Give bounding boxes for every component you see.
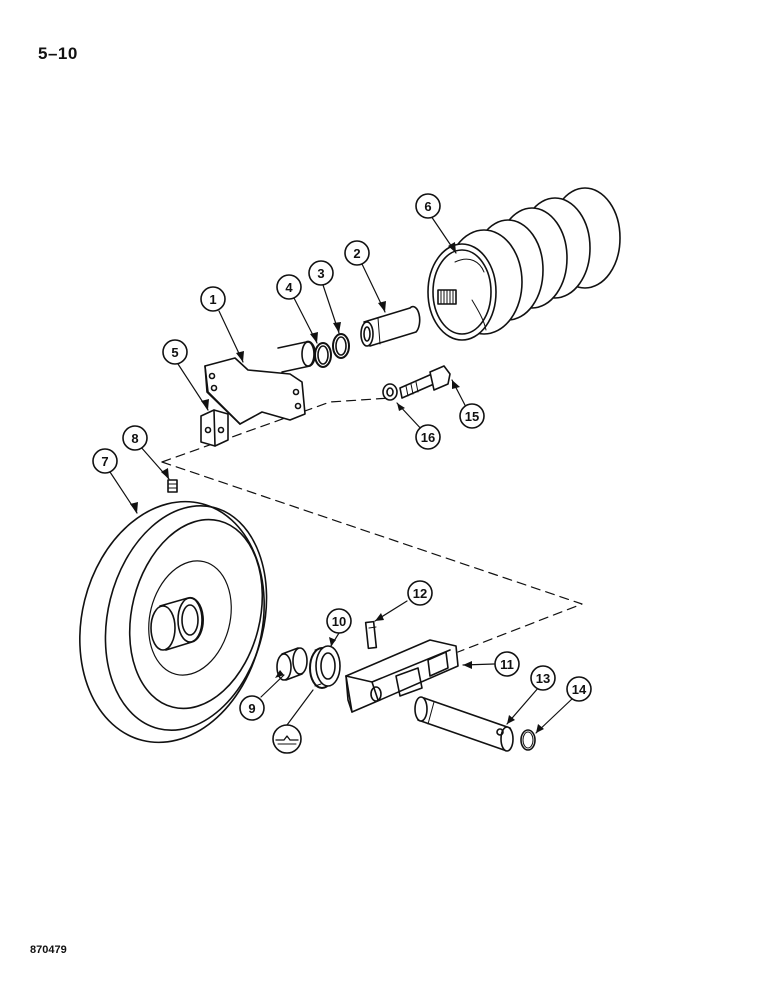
part-14-o-ring	[520, 729, 536, 751]
callout-15-label: 15	[465, 409, 479, 424]
leader-arrowheads	[130, 242, 544, 733]
part-6-roller	[427, 187, 621, 341]
callout-16: 16	[415, 424, 441, 450]
callout-3: 3	[308, 260, 334, 286]
callout-6: 6	[415, 193, 441, 219]
figure-code: 870479	[30, 944, 67, 956]
part-2-sleeve	[360, 305, 421, 347]
callout-5: 5	[162, 339, 188, 365]
callout-7-label: 7	[101, 454, 108, 469]
part-4-ring	[314, 342, 332, 368]
part-12-pin	[364, 620, 378, 650]
callout-3-label: 3	[317, 266, 324, 281]
callout-2-label: 2	[353, 246, 360, 261]
callout-10: 10	[326, 608, 352, 634]
callout-7: 7	[92, 448, 118, 474]
seal-detail-symbol	[272, 689, 314, 754]
callout-5-label: 5	[171, 345, 178, 360]
callout-8: 8	[122, 425, 148, 451]
part-10-seal	[309, 645, 341, 689]
callout-11-label: 11	[500, 657, 514, 672]
callout-10-label: 10	[332, 614, 346, 629]
part-11-yoke	[345, 639, 459, 713]
part-1-bracket	[204, 340, 317, 425]
callout-12-label: 12	[413, 586, 427, 601]
part-16-washer	[382, 383, 398, 401]
callout-1: 1	[200, 286, 226, 312]
callout-4-label: 4	[285, 280, 293, 295]
part-8-plug	[167, 479, 178, 493]
callout-15: 15	[459, 403, 485, 429]
callout-6-label: 6	[424, 199, 431, 214]
callout-9: 9	[239, 695, 265, 721]
callout-1-label: 1	[209, 292, 216, 307]
callout-13: 13	[530, 665, 556, 691]
part-5-block	[200, 409, 229, 447]
callout-13-label: 13	[536, 671, 550, 686]
part-7-idler-wheel	[79, 500, 268, 744]
part-3-ring	[332, 333, 350, 359]
callout-2: 2	[344, 240, 370, 266]
callout-14: 14	[566, 676, 592, 702]
part-15-bolt	[399, 365, 451, 399]
callout-11: 11	[494, 651, 520, 677]
callout-9-label: 9	[248, 701, 255, 716]
callout-12: 12	[407, 580, 433, 606]
part-13-shaft	[414, 696, 514, 752]
callout-14-label: 14	[572, 682, 587, 697]
callout-16-label: 16	[421, 430, 435, 445]
callouts: 1 2 3 4 5 6 7	[92, 193, 592, 721]
page-number: 5–10	[38, 44, 78, 63]
callout-8-label: 8	[131, 431, 138, 446]
callout-4: 4	[276, 274, 302, 300]
